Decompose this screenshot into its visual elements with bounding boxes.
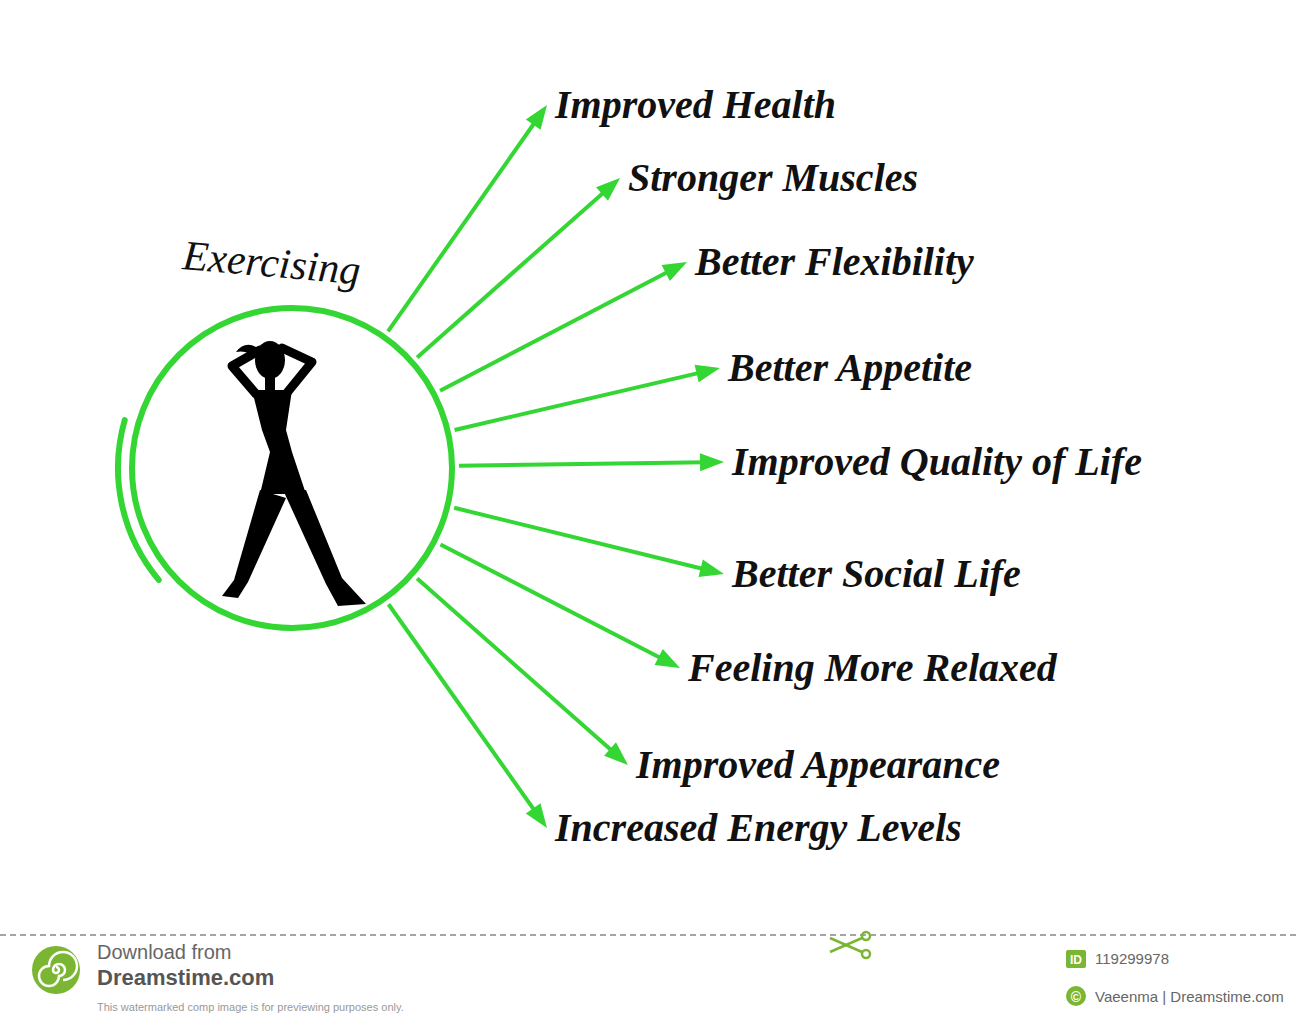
exercise-circle: Exercising bbox=[127, 303, 457, 633]
benefit-text: Improved Appearance bbox=[636, 740, 1000, 790]
benefit-item: Improved Appearance bbox=[636, 740, 1000, 790]
benefit-item: Better Appetite bbox=[728, 343, 972, 393]
benefit-text: Improved Quality of Life bbox=[732, 437, 1142, 487]
scissors-icon bbox=[830, 932, 870, 958]
logo-icon bbox=[32, 946, 80, 994]
circle-heading: Exercising bbox=[181, 231, 363, 294]
footer-note: This watermarked comp image is for previ… bbox=[97, 997, 404, 1017]
id-badge-text: ID bbox=[1068, 950, 1084, 970]
arrow-connector bbox=[388, 105, 547, 331]
arrow-connector bbox=[440, 545, 680, 668]
arrow-connector bbox=[417, 579, 628, 765]
benefit-text: Feeling More Relaxed bbox=[688, 643, 1057, 693]
arrow-connector bbox=[459, 453, 724, 471]
benefit-item: Stronger Muscles bbox=[628, 153, 918, 203]
circle-outline bbox=[127, 303, 457, 633]
benefit-item: Better Social Life bbox=[732, 549, 1021, 599]
arrow-connector bbox=[417, 178, 620, 357]
copyright-badge bbox=[1066, 986, 1086, 1006]
copyright-mark: © bbox=[1066, 987, 1086, 1007]
benefit-text: Stronger Muscles bbox=[628, 153, 918, 203]
author-credit: Vaeenma | Dreamstime.com bbox=[1095, 987, 1284, 1007]
arrow-connector bbox=[440, 262, 687, 391]
arrow-connector bbox=[454, 508, 724, 577]
footer-text: Download from bbox=[97, 942, 232, 962]
image-id: 119299978 bbox=[1095, 949, 1169, 969]
benefit-text: Increased Energy Levels bbox=[555, 803, 962, 853]
benefit-item: Feeling More Relaxed bbox=[688, 643, 1057, 693]
benefit-item: Improved Health bbox=[555, 80, 836, 130]
benefit-item: Increased Energy Levels bbox=[555, 803, 962, 853]
benefit-item: Better Flexibility bbox=[695, 237, 974, 287]
footer-brand: Dreamstime.com bbox=[97, 968, 274, 988]
benefit-text: Improved Health bbox=[555, 80, 836, 130]
arrow-connector bbox=[455, 365, 720, 430]
arrow-connector bbox=[389, 604, 547, 828]
benefit-text: Better Appetite bbox=[728, 343, 972, 393]
benefit-item: Improved Quality of Life bbox=[732, 437, 1142, 487]
woman-silhouette bbox=[222, 341, 366, 606]
benefit-text: Better Flexibility bbox=[695, 237, 974, 287]
benefit-text: Better Social Life bbox=[732, 549, 1021, 599]
cut-line bbox=[0, 934, 1300, 936]
